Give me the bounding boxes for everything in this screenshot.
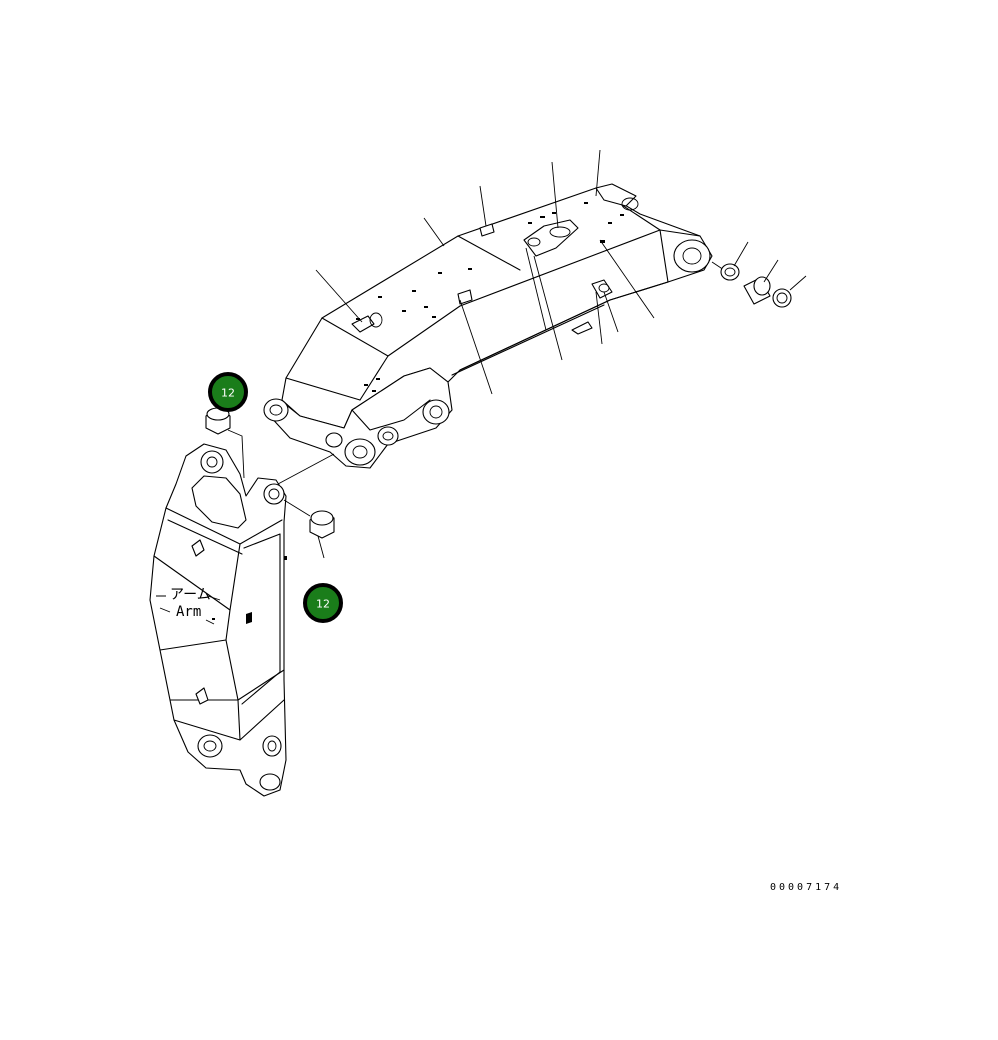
boom-surface-marks bbox=[356, 202, 624, 392]
callout-12-bottom[interactable]: 12 bbox=[303, 583, 343, 623]
bushing-1 bbox=[720, 263, 740, 281]
bushing-3 bbox=[772, 288, 792, 308]
arm-label-jp: アーム bbox=[170, 587, 211, 603]
leader-lines bbox=[227, 149, 807, 559]
drawing-number: 00007174 bbox=[770, 882, 842, 893]
arm-assembly: アーム Arm bbox=[149, 443, 287, 797]
boom-assembly bbox=[263, 183, 713, 469]
callout-12-top[interactable]: 12 bbox=[208, 372, 248, 412]
bushings-right bbox=[711, 261, 792, 308]
callout-label: 12 bbox=[221, 387, 235, 400]
arm-label-en: Arm bbox=[176, 604, 201, 620]
callout-label: 12 bbox=[316, 598, 330, 611]
